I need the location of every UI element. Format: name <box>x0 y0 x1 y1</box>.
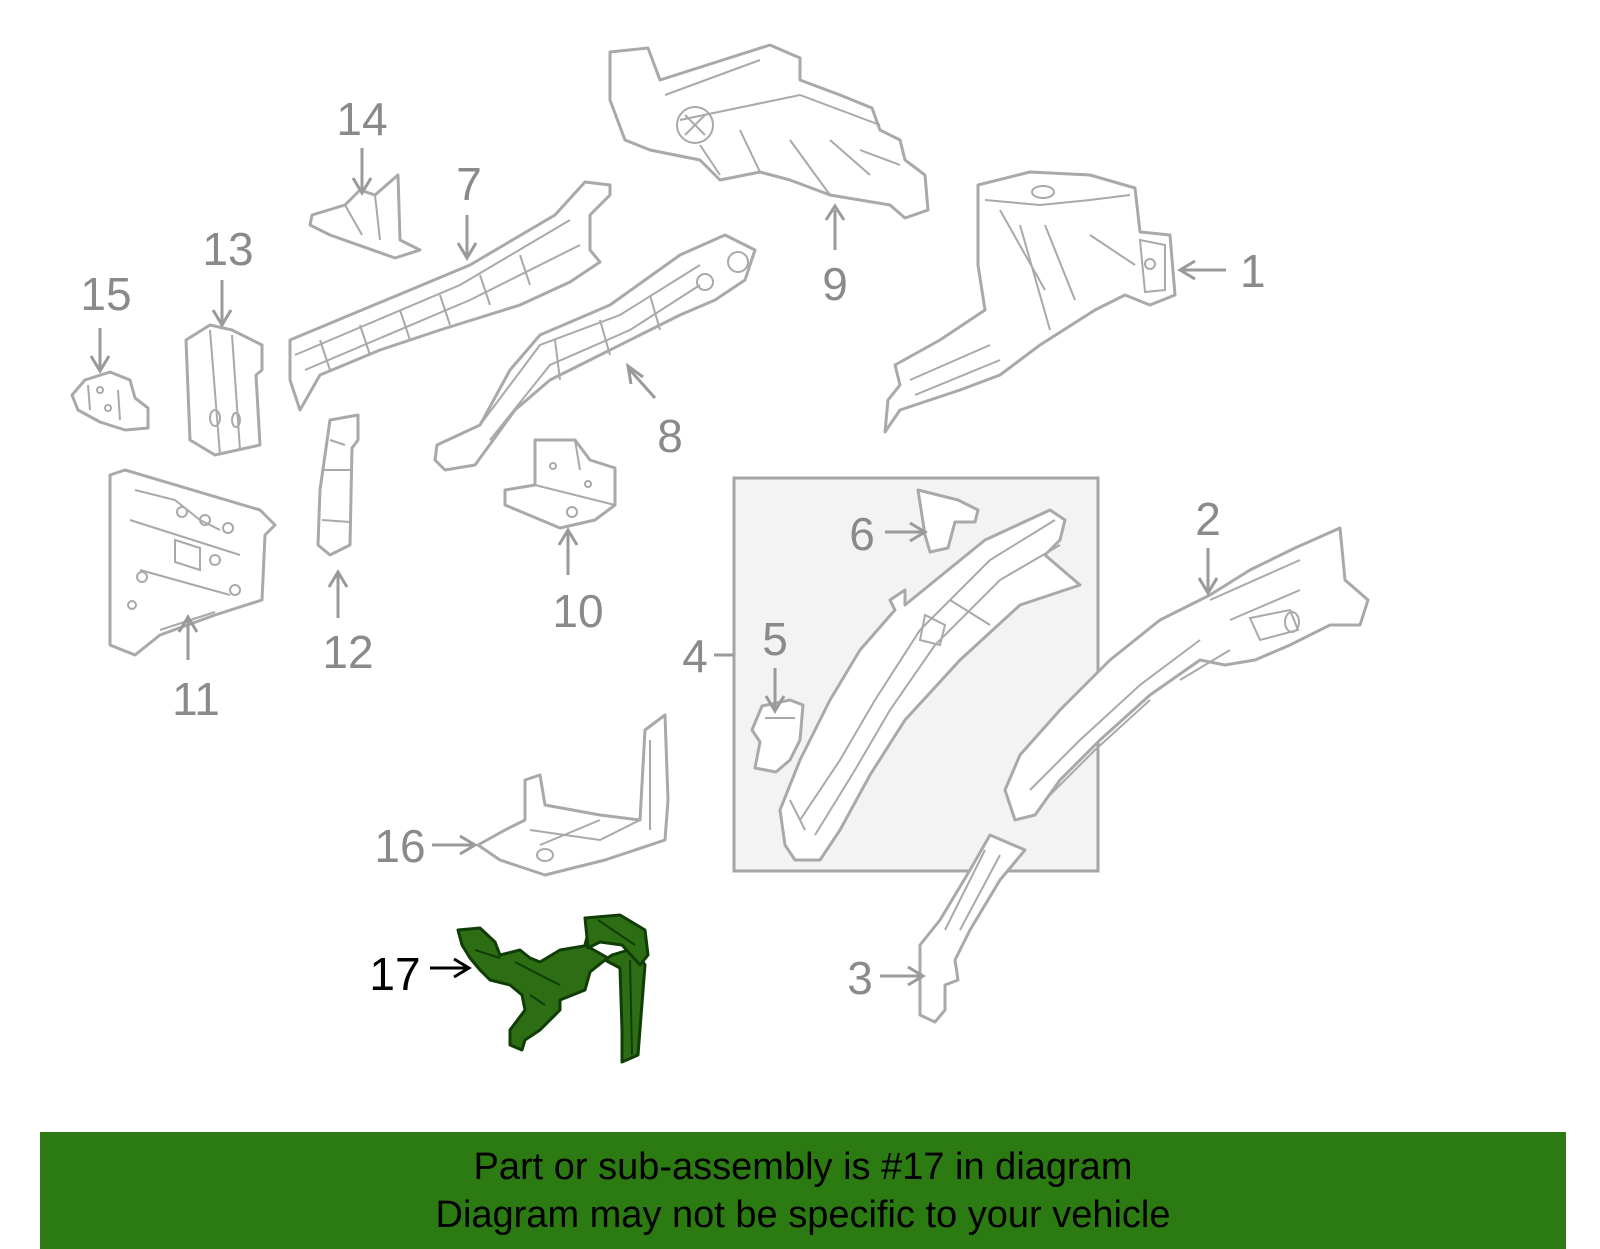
leader-1 <box>1177 259 1226 281</box>
info-banner: Part or sub-assembly is #17 in diagram D… <box>40 1132 1566 1249</box>
callout-15: 15 <box>80 268 131 320</box>
callout-13: 13 <box>202 223 253 275</box>
assembly-group-4 <box>732 476 1100 873</box>
leader-7 <box>456 215 478 261</box>
part-17-highlighted <box>456 913 650 1064</box>
leader-13 <box>211 280 233 328</box>
part-10 <box>503 438 617 530</box>
callout-9: 9 <box>822 258 848 310</box>
callout-10: 10 <box>552 585 603 637</box>
part-8 <box>433 233 757 472</box>
part-2 <box>1003 526 1370 822</box>
leader-15 <box>89 328 111 374</box>
part-12 <box>316 413 360 557</box>
part-7 <box>288 180 612 412</box>
leader-3 <box>880 965 926 987</box>
callout-17: 17 <box>369 948 420 1000</box>
callout-1: 1 <box>1240 245 1266 297</box>
banner-line-2: Diagram may not be specific to your vehi… <box>435 1194 1171 1236</box>
callout-16: 16 <box>374 820 425 872</box>
callout-3: 3 <box>847 952 873 1004</box>
callout-8: 8 <box>657 410 683 462</box>
part-1 <box>883 170 1177 434</box>
callout-14: 14 <box>336 93 387 145</box>
leader-2 <box>1197 548 1219 596</box>
leader-11 <box>177 614 199 660</box>
part-15 <box>70 370 150 432</box>
part-14 <box>308 173 422 260</box>
part-9 <box>608 43 930 220</box>
callout-4: 4 <box>682 630 708 682</box>
part-11 <box>108 468 277 657</box>
part-3 <box>918 833 1027 1024</box>
part-13 <box>184 323 264 457</box>
leader-17 <box>430 957 472 979</box>
callout-6: 6 <box>849 508 875 560</box>
callout-12: 12 <box>322 626 373 678</box>
leader-14 <box>351 148 373 196</box>
leader-6 <box>885 521 928 543</box>
callout-7: 7 <box>456 158 482 210</box>
leader-9 <box>824 203 846 250</box>
callout-11: 11 <box>172 673 220 725</box>
banner-line-1: Part or sub-assembly is #17 in diagram <box>473 1146 1133 1188</box>
part-16 <box>476 713 670 877</box>
callout-5: 5 <box>762 613 788 665</box>
leader-16 <box>432 834 478 856</box>
leader-12 <box>327 569 349 618</box>
callout-2: 2 <box>1195 493 1221 545</box>
leader-10 <box>557 527 579 575</box>
leader-8 <box>625 362 657 399</box>
leader-5 <box>764 668 786 714</box>
